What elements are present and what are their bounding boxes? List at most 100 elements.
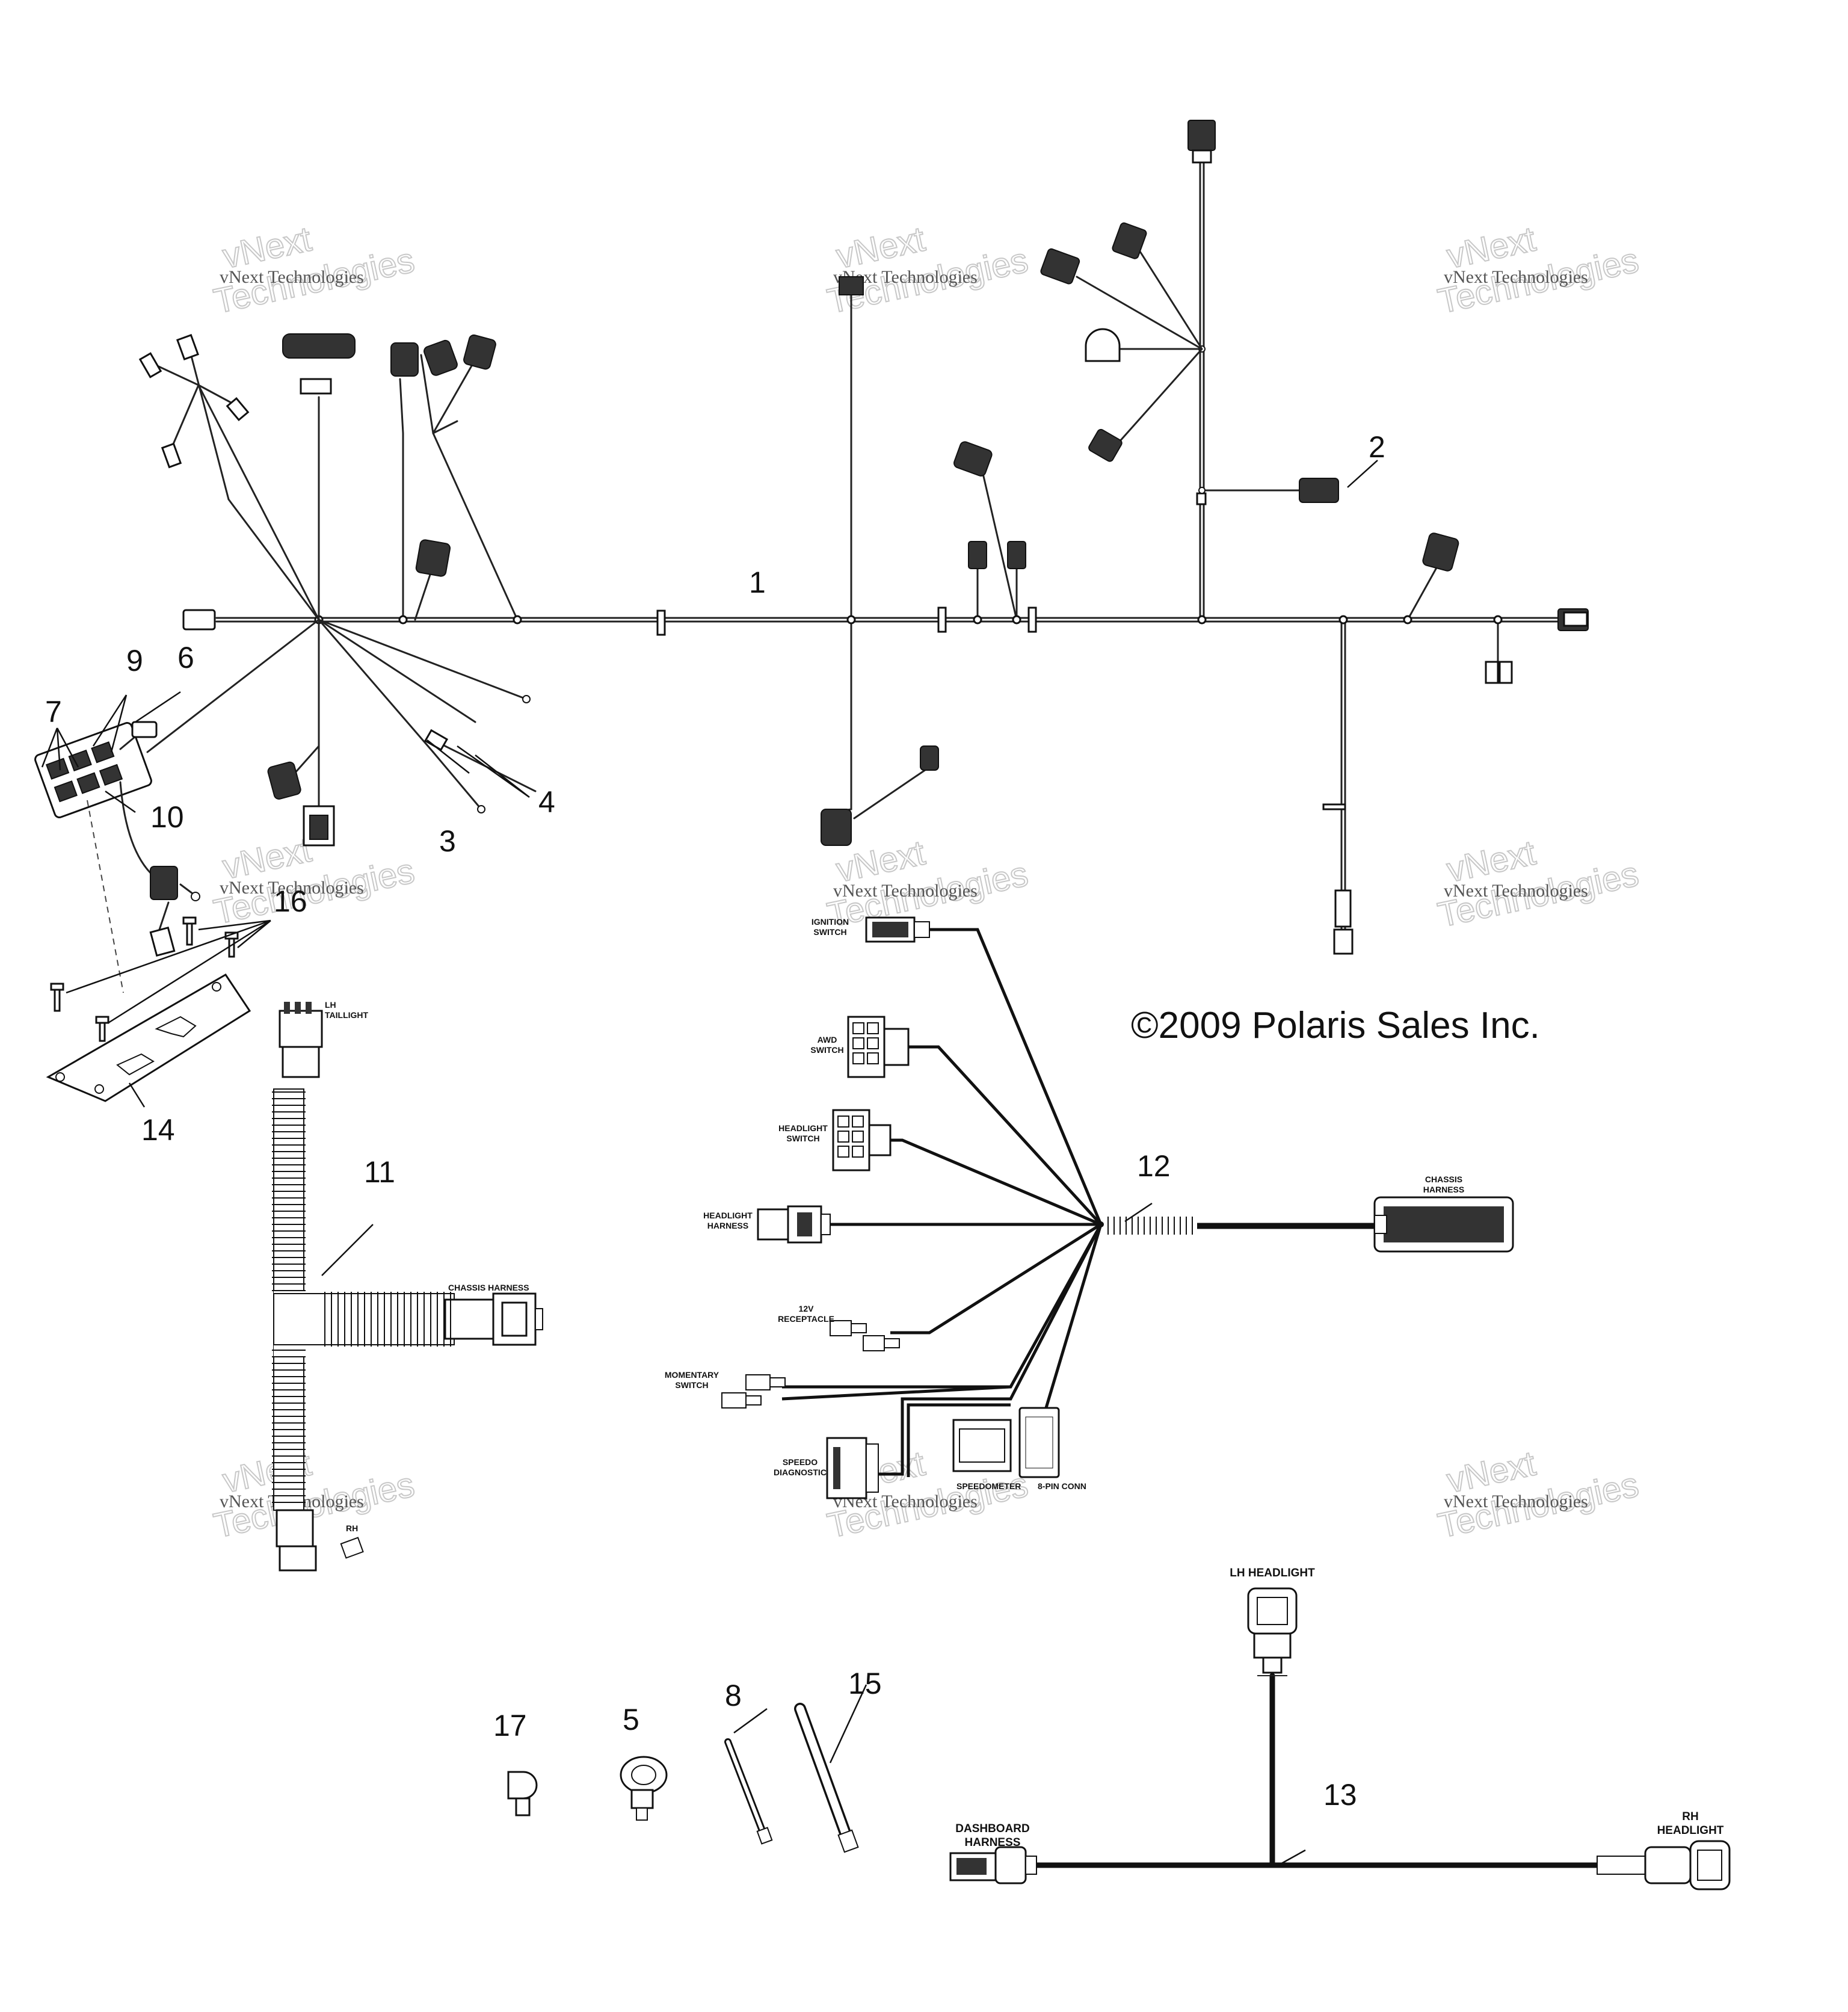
ignition-connector: [865, 916, 930, 943]
screw: [224, 931, 239, 958]
svg-text:vNext Technologies: vNext Technologies: [220, 878, 364, 898]
svg-text:vNext Technologies: vNext Technologies: [1444, 881, 1588, 901]
svg-text:vNext Technologies: vNext Technologies: [833, 881, 978, 901]
taillight-harness: [272, 1002, 543, 1572]
connector: [1299, 478, 1339, 503]
watermark: vNext Technologies vNext Technologies: [824, 833, 1032, 936]
svg-text:HARNESS: HARNESS: [965, 1836, 1021, 1849]
callout-labels: 1 2 3 4 5 6 7 8 9 10 11 12 13 14 15 16 1…: [45, 430, 1385, 1812]
headlight-harness: [949, 1587, 1731, 1890]
callout-11: 11: [364, 1155, 395, 1189]
callout-4: 4: [538, 785, 555, 819]
main-harness: [138, 120, 1589, 955]
callout-3: 3: [439, 824, 456, 858]
momentary-connector: [721, 1374, 786, 1409]
svg-text:DIAGNOSTIC: DIAGNOSTIC: [774, 1467, 827, 1477]
connector: [279, 1010, 323, 1048]
svg-text:CHASSIS HARNESS: CHASSIS HARNESS: [448, 1283, 529, 1292]
copyright-notice: ©2009 Polaris Sales Inc.: [1131, 1005, 1540, 1046]
cable-tie-15: [794, 1703, 859, 1853]
callout-2: 2: [1369, 430, 1385, 464]
receptacle-connector: [830, 1320, 900, 1351]
clip-17: [507, 1771, 538, 1816]
svg-text:CHASSIS: CHASSIS: [1425, 1174, 1462, 1184]
connector: [279, 1545, 317, 1572]
fuse-box-assembly: [34, 460, 1378, 1108]
cable-tie-8: [724, 1738, 773, 1845]
svg-text:HARNESS: HARNESS: [1423, 1185, 1464, 1194]
chassis-connector: [1373, 1196, 1514, 1253]
svg-text:LH: LH: [325, 1000, 336, 1010]
svg-text:HEADLIGHT: HEADLIGHT: [778, 1123, 828, 1133]
svg-text:HEADLIGHT: HEADLIGHT: [703, 1211, 753, 1220]
svg-text:SPEEDOMETER: SPEEDOMETER: [956, 1481, 1021, 1491]
connector: [150, 866, 178, 900]
watermark: vNext Technologies vNext Technologies: [210, 219, 419, 322]
connector: [282, 333, 356, 359]
watermark: vNext Technologies vNext Technologies: [1434, 1443, 1643, 1546]
svg-text:MOMENTARY: MOMENTARY: [665, 1370, 719, 1380]
screw: [182, 916, 197, 946]
watermark: vNext Technologies vNext Technologies: [824, 219, 1032, 322]
screw: [50, 983, 64, 1012]
svg-text:TAILLIGHT: TAILLIGHT: [325, 1010, 369, 1020]
dash-harness: [721, 916, 1514, 1499]
connector: [300, 378, 332, 395]
svg-text:12V: 12V: [799, 1304, 815, 1313]
screw: [95, 1016, 109, 1042]
callout-12: 12: [1137, 1149, 1171, 1183]
svg-text:IGNITION: IGNITION: [812, 917, 849, 927]
callout-8: 8: [725, 1679, 742, 1712]
connector: [390, 342, 419, 377]
callout-7: 7: [45, 695, 62, 729]
speedo-diag-connector: [826, 1437, 879, 1499]
callout-1: 1: [749, 566, 766, 599]
svg-text:HEADLIGHT: HEADLIGHT: [1657, 1824, 1724, 1837]
svg-text:HARNESS: HARNESS: [707, 1221, 748, 1230]
svg-text:SWITCH: SWITCH: [810, 1045, 843, 1055]
svg-text:vNext Technologies: vNext Technologies: [1444, 267, 1588, 287]
watermark: vNext Technologies vNext Technologies: [1434, 219, 1643, 322]
callout-13: 13: [1323, 1778, 1357, 1812]
svg-text:RECEPTACLE: RECEPTACLE: [778, 1314, 834, 1324]
svg-text:SWITCH: SWITCH: [675, 1380, 708, 1390]
callout-14: 14: [141, 1113, 175, 1147]
watermark: vNext Technologies vNext Technologies: [1434, 833, 1643, 936]
headlight-switch-connector: [832, 1109, 892, 1171]
svg-text:LH HEADLIGHT: LH HEADLIGHT: [1230, 1567, 1315, 1579]
dashboard-connector: [949, 1846, 1037, 1884]
svg-text:8-PIN CONN: 8-PIN CONN: [1038, 1481, 1086, 1491]
svg-text:DASHBOARD: DASHBOARD: [955, 1822, 1030, 1835]
svg-text:RH: RH: [346, 1523, 358, 1533]
callout-5: 5: [623, 1703, 639, 1736]
callout-10: 10: [150, 800, 184, 834]
mounting-bracket: [46, 973, 251, 1102]
callout-6: 6: [177, 641, 194, 674]
svg-text:SWITCH: SWITCH: [786, 1134, 819, 1143]
connector: [1333, 928, 1354, 955]
watermark-group: vNext Technologies vNext Technologies vN…: [210, 219, 1643, 1546]
callout-16: 16: [274, 884, 307, 918]
connector-labels: LH TAILLIGHT CHASSIS HARNESS RH IGNITION…: [325, 917, 1724, 1849]
connector: [839, 276, 864, 295]
watermark: vNext Technologies vNext Technologies: [210, 1443, 419, 1546]
svg-text:vNext Technologies: vNext Technologies: [220, 267, 364, 287]
callout-9: 9: [126, 644, 143, 677]
svg-text:AWD: AWD: [818, 1035, 837, 1045]
callout-17: 17: [493, 1709, 527, 1742]
callout-15: 15: [848, 1667, 882, 1700]
svg-text:SWITCH: SWITCH: [813, 927, 846, 937]
connector: [1563, 611, 1588, 627]
svg-text:vNext Technologies: vNext Technologies: [1444, 1492, 1588, 1511]
clip-5: [620, 1756, 668, 1821]
headlight-harness-connector: [757, 1205, 831, 1244]
svg-text:RH: RH: [1682, 1810, 1698, 1823]
connector: [182, 609, 216, 631]
lh-headlight-connector: [1247, 1587, 1298, 1674]
rh-headlight-connector: [1597, 1840, 1731, 1890]
speedometer-connector: [952, 1407, 1060, 1478]
svg-text:SPEEDO: SPEEDO: [783, 1457, 818, 1467]
connector: [1187, 120, 1216, 151]
